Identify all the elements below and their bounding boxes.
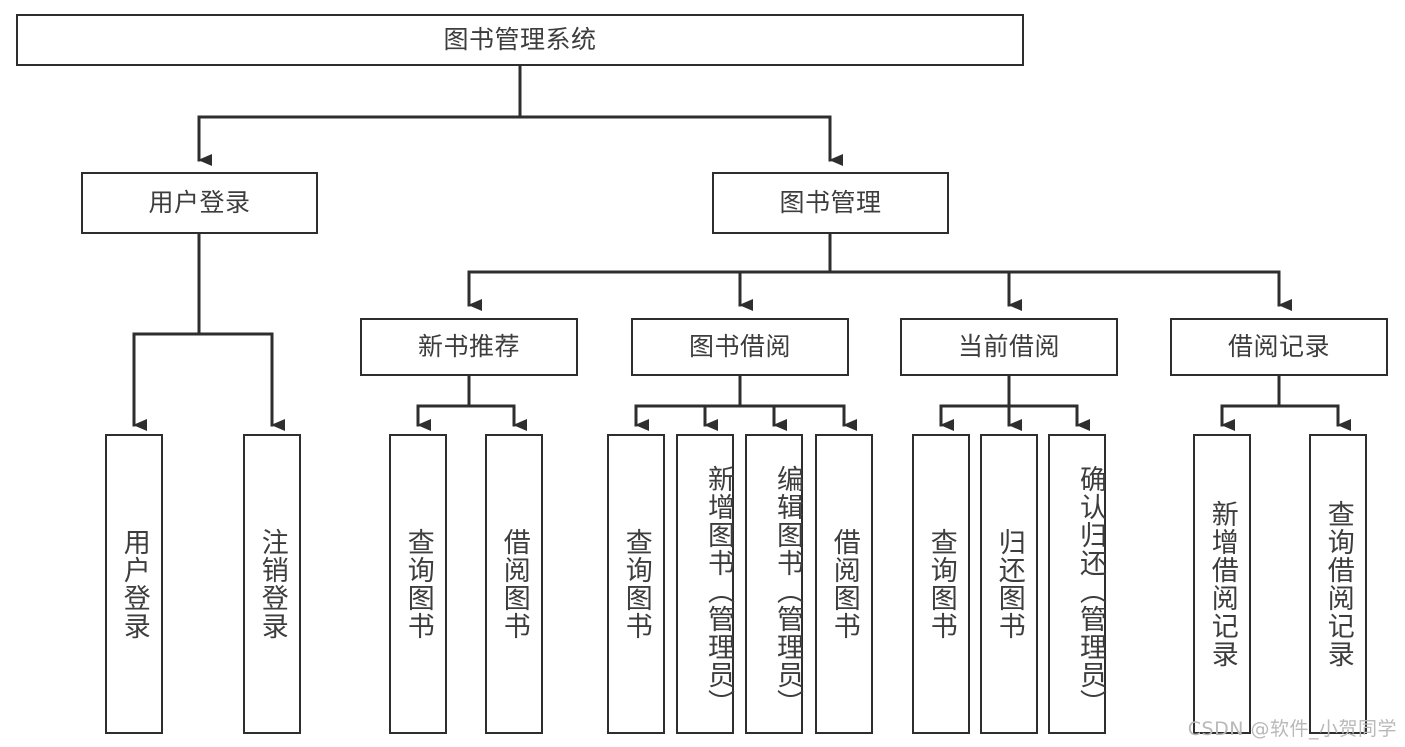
leaf-current-return-book[interactable]: 归还图书 bbox=[980, 434, 1038, 734]
leaf-new-book-query-label: 查询图书 bbox=[402, 528, 434, 640]
node-book-borrow[interactable]: 图书借阅 bbox=[631, 318, 849, 376]
node-current-borrow-label: 当前借阅 bbox=[957, 332, 1060, 362]
node-root[interactable]: 图书管理系统 bbox=[16, 14, 1024, 66]
node-borrow-records-label: 借阅记录 bbox=[1227, 332, 1330, 362]
leaf-records-add-label: 新增借阅记录 bbox=[1206, 500, 1238, 668]
leaf-new-book-borrow-label: 借阅图书 bbox=[498, 528, 530, 640]
leaf-current-confirm-return-label: 确认归还（管理员） bbox=[1075, 465, 1106, 717]
leaf-current-return-book-label: 归还图书 bbox=[993, 528, 1025, 640]
node-user-login[interactable]: 用户登录 bbox=[81, 172, 318, 234]
leaf-user-login-login[interactable]: 用户登录 bbox=[105, 434, 163, 734]
leaf-borrow-borrow-book[interactable]: 借阅图书 bbox=[815, 434, 873, 734]
watermark-text: CSDN @软件_小贺同学 bbox=[1187, 718, 1397, 740]
node-new-book-recommend[interactable]: 新书推荐 bbox=[360, 318, 578, 376]
leaf-current-query-book-label: 查询图书 bbox=[925, 528, 957, 640]
leaf-borrow-edit-book-label: 编辑图书（管理员） bbox=[772, 465, 803, 717]
leaf-user-login-login-label: 用户登录 bbox=[118, 528, 150, 640]
leaf-borrow-add-book[interactable]: 新增图书（管理员） bbox=[676, 434, 734, 734]
node-current-borrow[interactable]: 当前借阅 bbox=[900, 318, 1118, 376]
node-root-label: 图书管理系统 bbox=[443, 25, 597, 55]
leaf-borrow-query-book-label: 查询图书 bbox=[620, 528, 652, 640]
leaf-records-query[interactable]: 查询借阅记录 bbox=[1309, 434, 1367, 734]
leaf-current-confirm-return[interactable]: 确认归还（管理员） bbox=[1048, 434, 1106, 734]
leaf-new-book-query[interactable]: 查询图书 bbox=[389, 434, 447, 734]
leaf-borrow-edit-book[interactable]: 编辑图书（管理员） bbox=[745, 434, 803, 734]
leaf-borrow-add-book-label: 新增图书（管理员） bbox=[703, 465, 734, 717]
leaf-new-book-borrow[interactable]: 借阅图书 bbox=[485, 434, 543, 734]
node-user-login-label: 用户登录 bbox=[148, 188, 251, 218]
leaf-current-query-book[interactable]: 查询图书 bbox=[912, 434, 970, 734]
leaf-user-login-logout-label: 注销登录 bbox=[256, 528, 288, 640]
node-book-management[interactable]: 图书管理 bbox=[712, 172, 949, 234]
leaf-borrow-borrow-book-label: 借阅图书 bbox=[828, 528, 860, 640]
node-new-book-recommend-label: 新书推荐 bbox=[417, 332, 520, 362]
leaf-user-login-logout[interactable]: 注销登录 bbox=[243, 434, 301, 734]
node-book-borrow-label: 图书借阅 bbox=[688, 332, 791, 362]
leaf-records-add[interactable]: 新增借阅记录 bbox=[1193, 434, 1251, 734]
leaf-borrow-query-book[interactable]: 查询图书 bbox=[607, 434, 665, 734]
leaf-records-query-label: 查询借阅记录 bbox=[1322, 500, 1354, 668]
node-borrow-records[interactable]: 借阅记录 bbox=[1170, 318, 1388, 376]
node-book-management-label: 图书管理 bbox=[779, 188, 882, 218]
